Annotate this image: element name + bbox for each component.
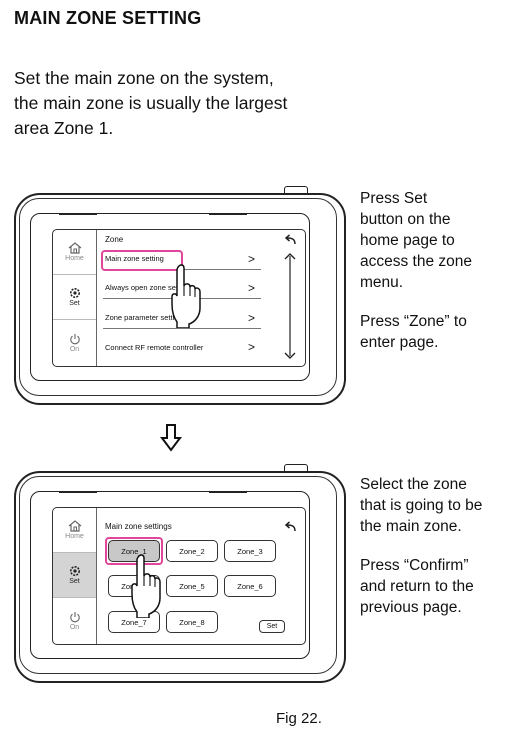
instruction-paragraph: Press Set button on the home page to acc… [360,188,510,293]
intro-line: area Zone 1. [14,118,114,138]
pointing-hand-icon [131,554,161,618]
sidebar-label: Set [69,300,80,307]
back-arrow-icon[interactable] [283,234,297,246]
sidebar-item-on[interactable]: On [53,598,96,643]
chevron-right-icon: > [247,311,255,325]
intro-text: Set the main zone on the system, the mai… [14,66,394,141]
menu-item-zone-parameter[interactable]: Zone parameter setting > [103,307,261,329]
device-inner-frame [19,198,337,396]
screen-sidebar: Home Set On [53,508,97,644]
menu-item-label: Zone parameter setting [105,313,183,322]
home-icon [68,242,81,254]
menu-item-label: Always open zone setting [105,283,191,292]
power-icon [69,333,80,344]
zone-button-3[interactable]: Zone_3 [224,540,276,562]
text-line: access the zone [360,253,473,270]
down-arrow-icon [160,424,182,452]
sidebar-item-set[interactable]: Set [53,275,96,320]
pointing-hand-icon [171,264,201,328]
sidebar-label: On [69,623,80,631]
text-line: enter page. [360,334,439,351]
text-line: home page to [360,232,455,249]
panel-title: Zone [105,235,124,244]
text-line: Press “Zone” to [360,313,467,330]
text-line: that is going to be [360,497,483,514]
bezel-accent [59,213,97,215]
device-screen: Home Set On Main zone settings Zone_1 [52,507,306,645]
menu-item-label: Connect RF remote controller [105,342,204,352]
text-line: and return to the [360,578,474,595]
zone-button-8[interactable]: Zone_8 [166,611,218,633]
home-icon [68,520,81,532]
sidebar-item-home[interactable]: Home [53,508,96,553]
text-line: previous page. [360,599,462,616]
bezel-accent [209,213,247,215]
chevron-right-icon: > [247,252,255,266]
back-arrow-icon[interactable] [283,521,297,533]
chevron-right-icon: > [247,281,255,295]
set-button[interactable]: Set [259,620,285,633]
text-line: Select the zone [360,476,467,493]
scrollbar[interactable] [283,252,297,360]
sidebar-label: Home [65,255,84,262]
bezel-accent [209,491,247,493]
device-screen: Home Set On Zone Main zone sett [52,229,306,367]
instruction-text-2: Select the zone that is going to be the … [360,474,510,636]
zone-button-1[interactable]: Zone_1 [108,540,160,562]
sidebar-item-home[interactable]: Home [53,230,96,275]
highlight-outline [101,250,183,271]
gear-icon [69,288,80,298]
text-line: the main zone. [360,518,462,535]
device-button [284,186,308,193]
instruction-text-1: Press Set button on the home page to acc… [360,188,510,371]
device-inner-frame [19,476,337,674]
power-icon [69,611,80,622]
screen-sidebar: Home Set On [53,230,97,366]
menu-item-connect-rf[interactable]: Connect RF remote controller > [103,336,261,358]
sidebar-label: Home [65,533,84,540]
zone-button-2[interactable]: Zone_2 [166,540,218,562]
device-button [284,464,308,471]
sidebar-label: On [69,345,80,353]
menu-item-label: Main zone setting [105,254,164,263]
text-line: menu. [360,274,404,291]
text-line: Press “Confirm” [360,557,469,574]
page-title: MAIN ZONE SETTING [14,8,202,28]
intro-line: Set the main zone on the system, [14,68,274,88]
instruction-paragraph: Press “Confirm” and return to the previo… [360,555,510,618]
gear-icon [69,566,80,576]
panel-title: Main zone settings [105,522,172,531]
bezel-accent [59,491,97,493]
sidebar-item-on[interactable]: On [53,320,96,365]
instruction-paragraph: Press “Zone” to enter page. [360,311,510,353]
sidebar-item-set[interactable]: Set [53,553,96,598]
device-bezel [30,213,310,381]
zone-button-5[interactable]: Zone_5 [166,575,218,597]
device-bezel [30,491,310,659]
sidebar-label: Set [69,578,80,585]
intro-line: the main zone is usually the largest [14,93,288,113]
chevron-right-icon: > [247,340,255,354]
text-line: button on the [360,211,451,228]
highlight-outline [105,537,163,565]
instruction-paragraph: Select the zone that is going to be the … [360,474,510,537]
figure-caption: Fig 22. [276,710,322,727]
zone-button-6[interactable]: Zone_6 [224,575,276,597]
text-line: Press Set [360,190,428,207]
